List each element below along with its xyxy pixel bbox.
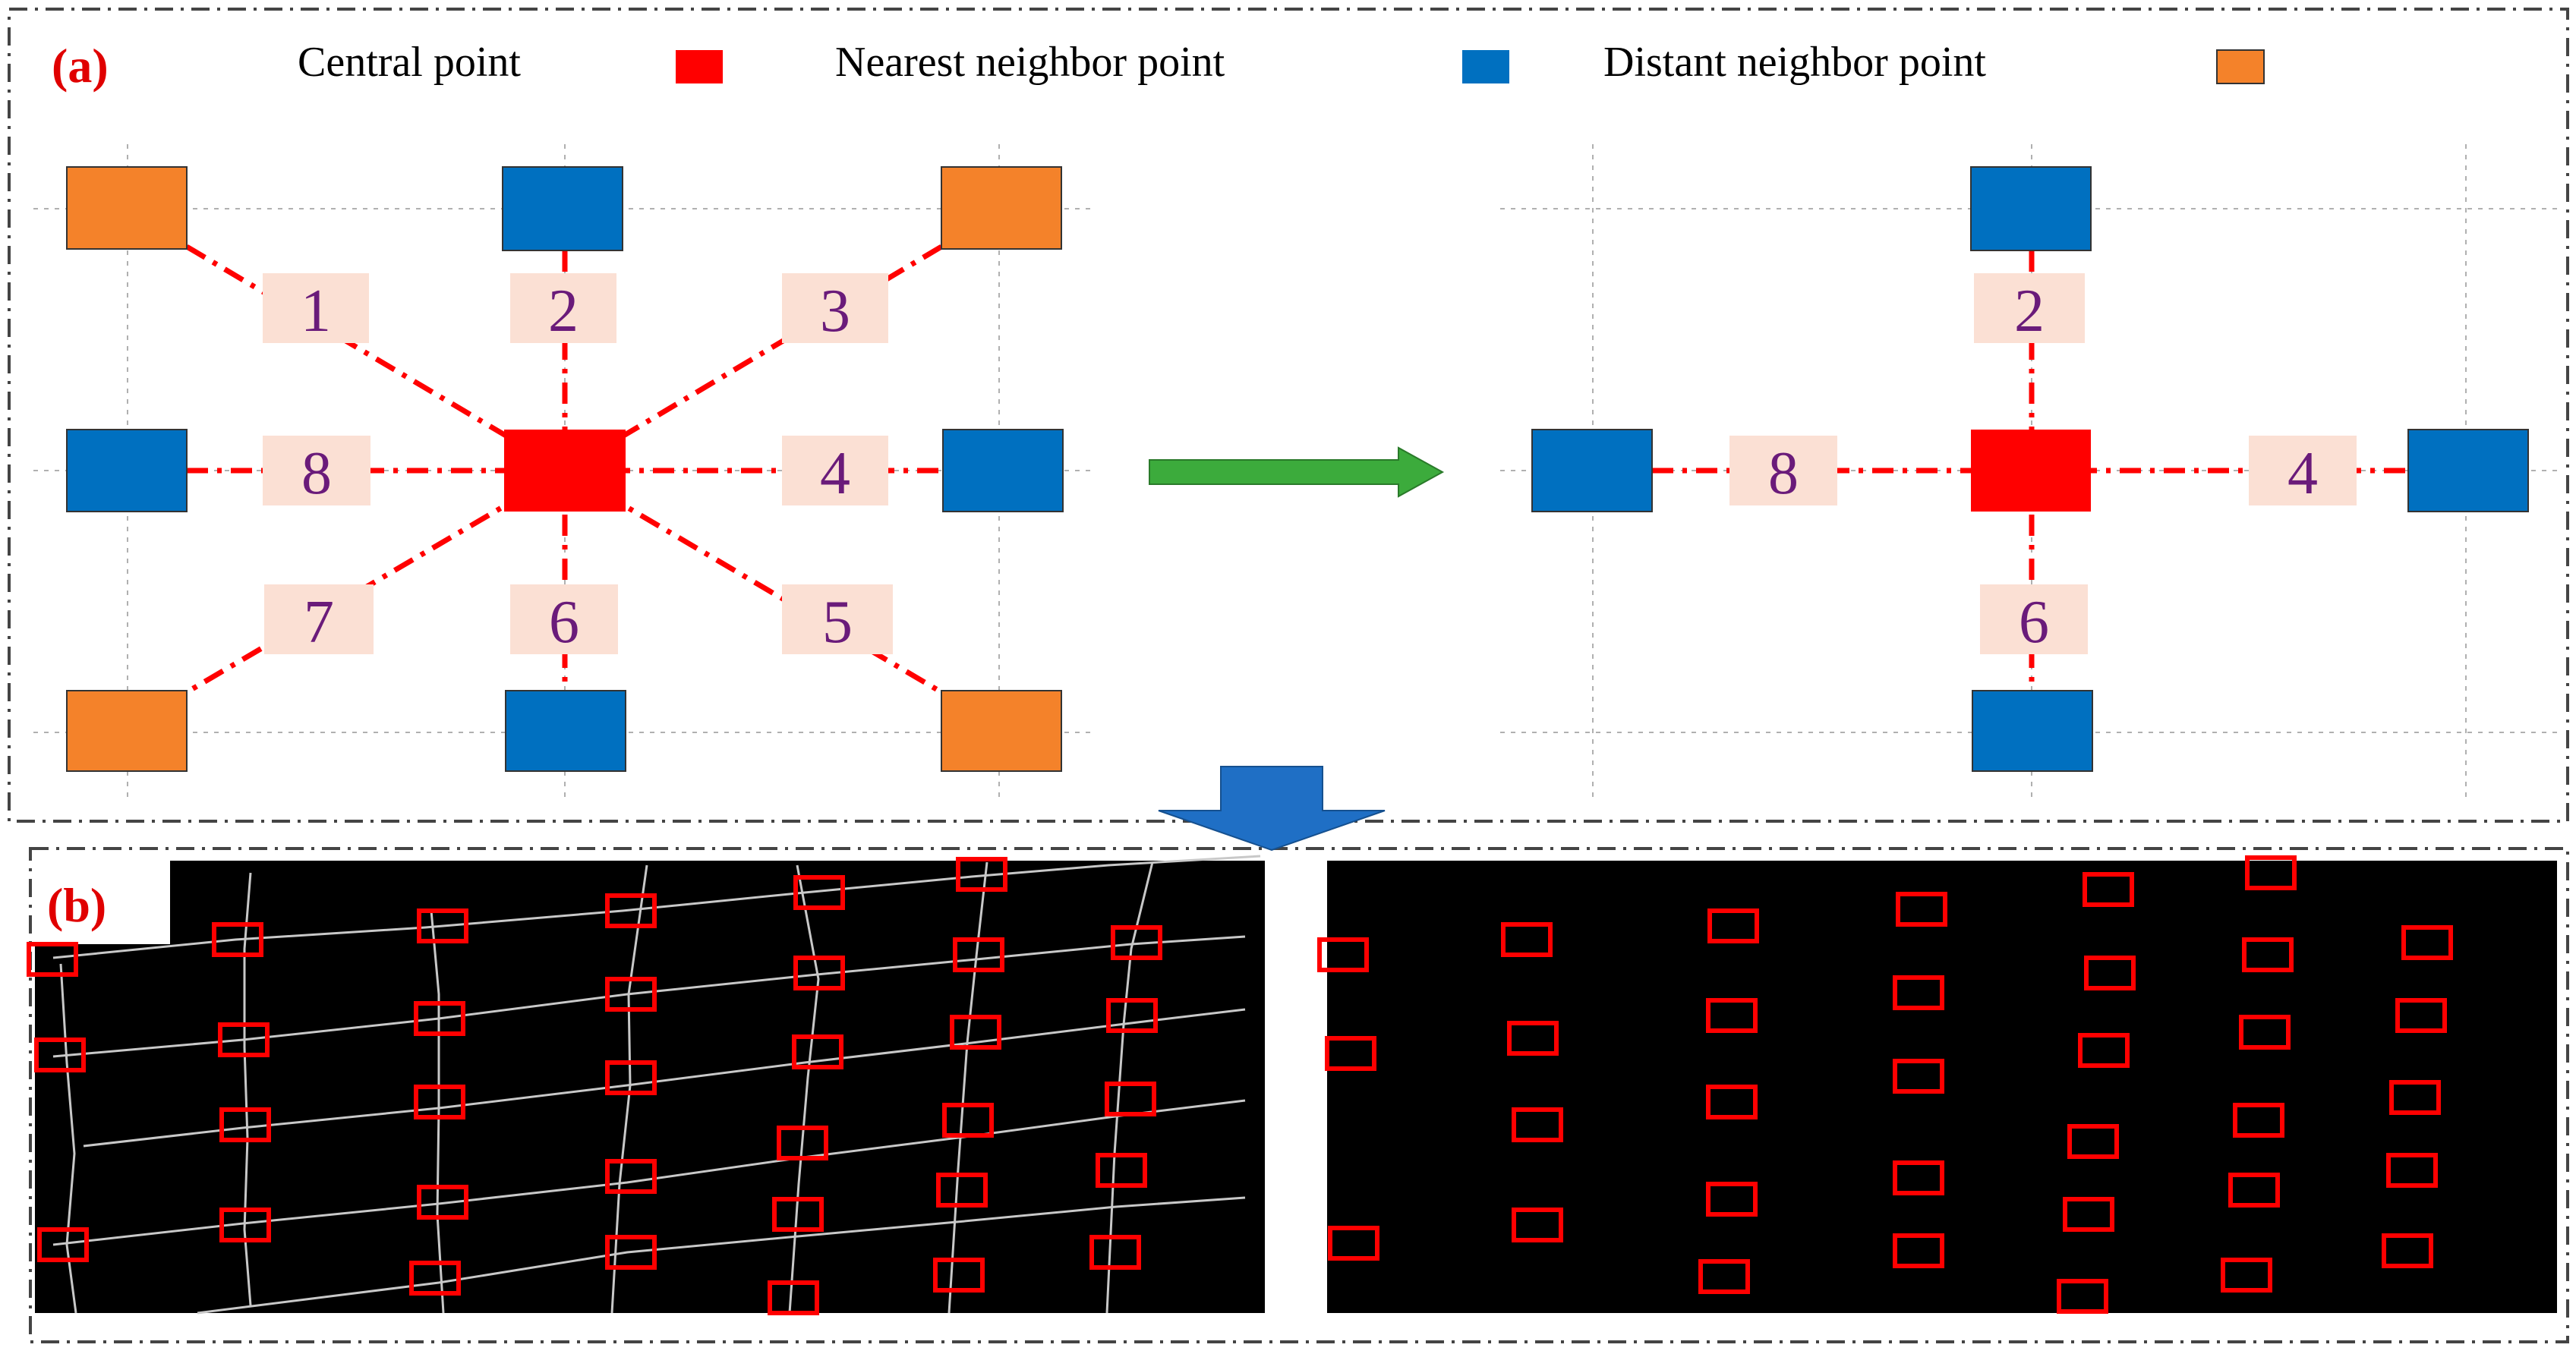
distant-point-top-left [66,166,188,250]
edge-number-2: 2 [548,278,579,345]
distant-point-bottom-right [941,690,1062,772]
central-point-left [504,430,626,512]
nearest-point-top [502,166,623,251]
legend-distant-label: Distant neighbor point [1603,39,1986,86]
legend-central-label: Central point [298,39,521,86]
right-nearest-point-left [1531,429,1653,512]
panel-a-border [8,8,2569,823]
legend-distant-swatch [2216,49,2265,84]
left-nodes [66,166,1064,772]
skeleton-lines [52,855,1261,1315]
edge-number-6: 6 [549,589,579,656]
edge-number-1: 1 [301,278,331,345]
right-edge-number-8: 8 [1768,440,1799,507]
right-number-bgs [1729,273,2357,654]
nearest-point-bottom [505,690,626,772]
left-number-bgs [263,273,893,654]
extracted-point-boxes [1317,855,2453,1314]
right-nearest-point-right [2407,429,2529,512]
left-numbers: 1 2 3 4 5 6 7 8 [301,278,853,656]
nearest-point-left [66,429,188,512]
edge-number-7: 7 [304,589,334,656]
edge-number-3: 3 [820,278,850,345]
right-central-point [1971,430,2091,512]
edge-number-4: 4 [820,440,850,507]
skeleton-image-left [35,861,1265,1313]
right-nodes [1531,166,2529,772]
right-numbers: 2 8 4 6 [1768,278,2318,656]
legend-central-swatch [676,50,723,83]
right-edge-number-4: 4 [2288,440,2318,507]
panel-b-label: (b) [47,878,106,932]
panel-b-border [29,847,2569,1343]
panel-a-label: (a) [52,39,109,93]
distant-point-top-right [941,166,1062,250]
panel-b-label-bg [35,861,170,944]
skeleton-keypoint-boxes [27,857,1162,1315]
green-arrow [1149,446,1445,498]
edge-number-8: 8 [301,440,332,507]
edge-number-5: 5 [822,589,853,656]
legend-nearest-label: Nearest neighbor point [835,39,1225,86]
right-edge-number-6: 6 [2019,589,2049,656]
legend-nearest-swatch [1462,50,1509,83]
distant-point-bottom-left [66,690,188,772]
right-edge-number-2: 2 [2014,278,2045,345]
blue-down-arrow [1158,766,1386,852]
nearest-point-right [942,429,1064,512]
right-nearest-point-bottom [1972,690,2093,772]
right-nearest-point-top [1970,166,2092,251]
